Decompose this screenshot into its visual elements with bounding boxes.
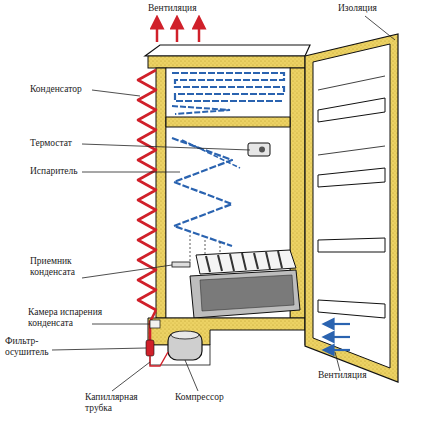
part-label: Изоляция (338, 3, 408, 14)
evaporation-tray (150, 320, 160, 328)
compressor-top (171, 331, 199, 339)
vent-arrows-top (157, 22, 199, 42)
part-label: Камера испарения конденсата (28, 307, 110, 329)
compressor (168, 332, 202, 360)
filter-drier (146, 340, 154, 356)
top-insulation (148, 56, 305, 68)
vent-arrows-bottom (328, 324, 350, 350)
thermostat-knob (259, 147, 265, 153)
part-label: Фильтр-осушитель (5, 336, 53, 358)
part-label: Вентиляция (318, 370, 398, 381)
capillary-tube (150, 352, 168, 366)
part-label: Капиллярная трубка (85, 392, 157, 414)
crisper-front (200, 275, 294, 311)
leader-lines (52, 16, 395, 391)
shelf-slats (206, 251, 282, 272)
part-label: Испаритель (30, 166, 110, 177)
part-label: Компрессор (175, 392, 255, 403)
part-label: Приемник конденсата (30, 256, 90, 278)
part-label: Термостат (30, 138, 110, 149)
part-label: Конденсатор (30, 84, 110, 95)
freezer-shelf (166, 117, 290, 127)
crisper-drawer (190, 270, 300, 318)
condensate-receiver (172, 262, 190, 267)
door-rails (318, 76, 385, 155)
part-label: Вентиляция (148, 3, 228, 14)
door-inner-panel (313, 44, 390, 368)
evaporator-tube (182, 140, 240, 168)
back-evaporator (172, 138, 232, 246)
condenser-coil (138, 70, 156, 310)
door-shelves (318, 98, 385, 318)
top-cover (145, 45, 310, 56)
door-insulation (305, 34, 398, 382)
freezer-evaporator-loop (172, 106, 230, 114)
thermostat (248, 143, 270, 156)
left-insulation (156, 68, 166, 318)
freezer-evaporator (172, 73, 284, 101)
